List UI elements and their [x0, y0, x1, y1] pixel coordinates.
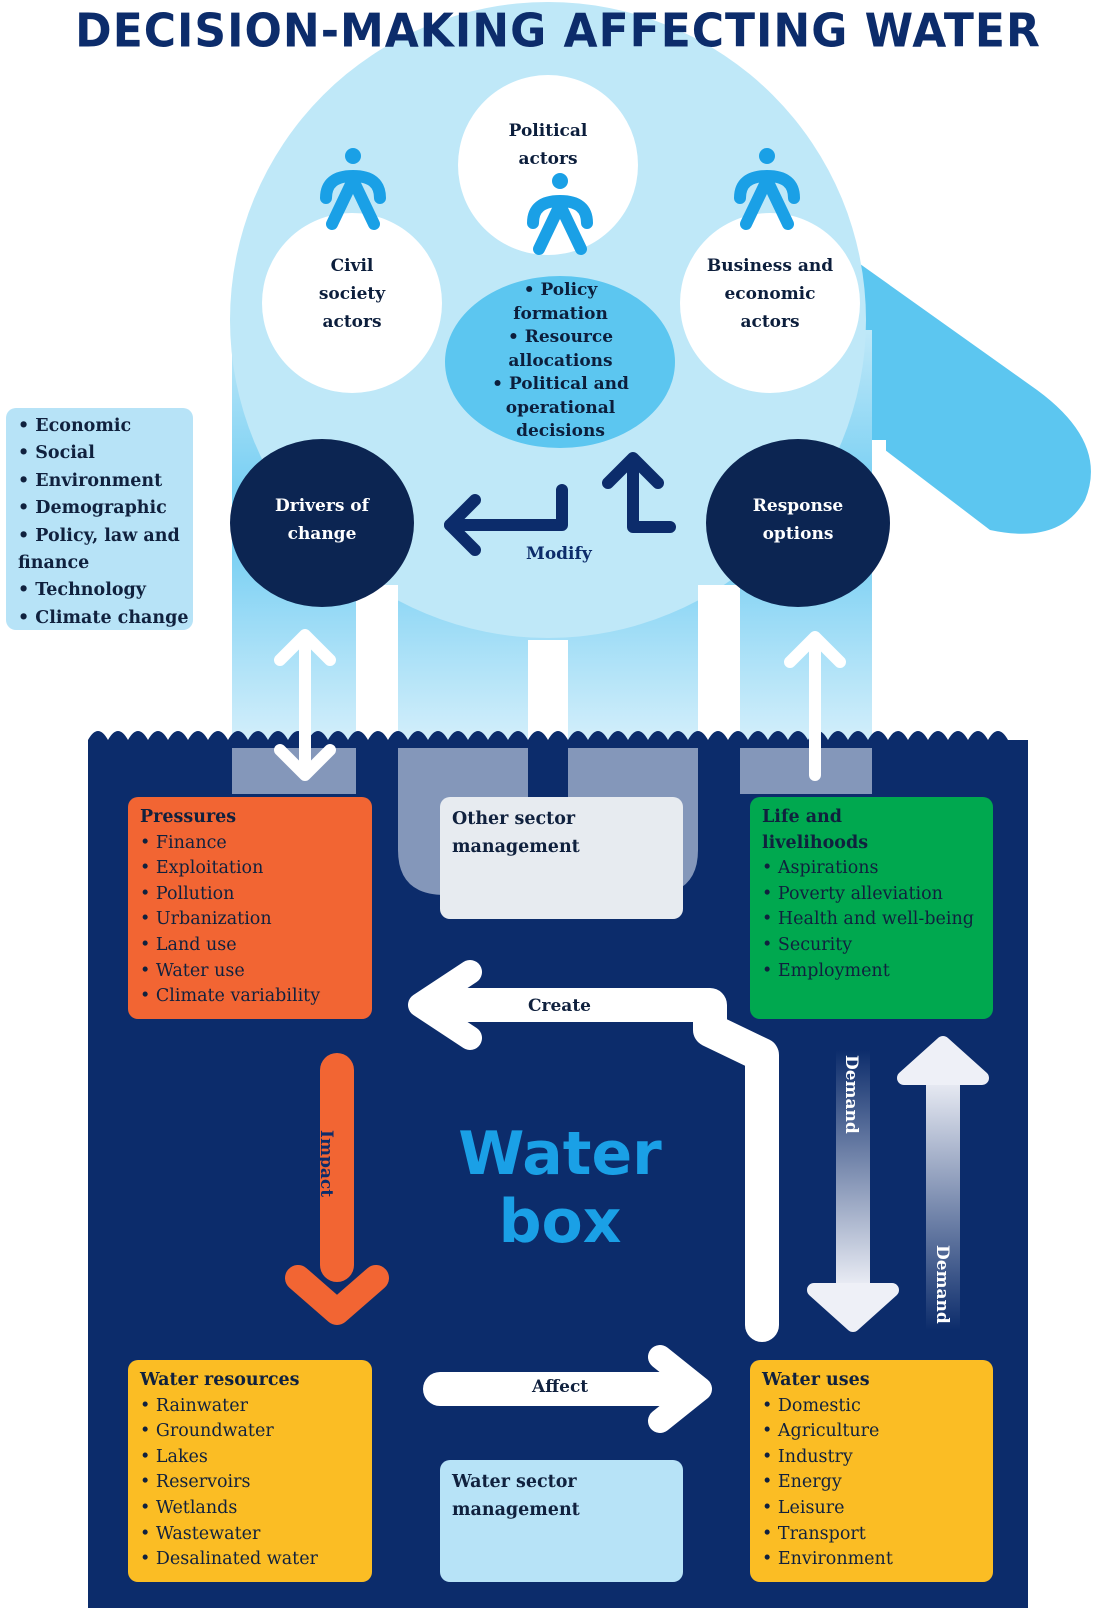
person-icon [734, 148, 800, 230]
demand-down-arrow [836, 1050, 870, 1290]
resource-item: Reservoirs [140, 1470, 360, 1496]
person-icon [320, 148, 386, 230]
water-box-word-1: Water [458, 1119, 662, 1189]
drivers-label: Drivers of change [275, 496, 369, 544]
page-title: DECISION-MAKING AFFECTING WATER [75, 4, 1041, 59]
decision-item: • Policy formation [513, 280, 608, 324]
resources-list: RainwaterGroundwaterLakesReservoirsWetla… [140, 1394, 360, 1573]
resource-item: Rainwater [140, 1394, 360, 1420]
resource-item: Desalinated water [140, 1547, 360, 1573]
resource-item: Lakes [140, 1445, 360, 1471]
demand-up-label: Demand [932, 1245, 952, 1324]
civil-circle [262, 213, 442, 393]
uses-heading: Water uses [762, 1370, 870, 1390]
resource-item: Wastewater [140, 1522, 360, 1548]
life-item: Aspirations [762, 856, 981, 882]
water-sector-label: Water sector management [452, 1472, 580, 1520]
water-box-title: Water box [440, 1120, 680, 1256]
life-item: Poverty alleviation [762, 882, 981, 908]
use-item: Leisure [762, 1496, 981, 1522]
driver-item: Social [18, 440, 193, 467]
impact-label: Impact [316, 1130, 336, 1198]
double-arrow-icon [274, 629, 336, 781]
use-item: Domestic [762, 1394, 981, 1420]
modify-label: Modify [526, 544, 592, 564]
political-actors-label: Political actors [508, 121, 588, 169]
life-livelihoods-box: Life and livelihoods AspirationsPoverty … [750, 797, 993, 1019]
other-sector-box: Other sector management [440, 797, 683, 919]
water-uses-box: Water uses DomesticAgricultureIndustryEn… [750, 1360, 993, 1582]
driver-item: Climate change [18, 605, 193, 632]
pressure-item: Climate variability [140, 984, 360, 1010]
driver-item: Policy, law and finance [18, 523, 193, 578]
create-label: Create [528, 996, 591, 1016]
pressure-item: Land use [140, 933, 360, 959]
business-circle [680, 213, 860, 393]
decision-item: • Resource allocations [507, 327, 614, 371]
pressure-item: Urbanization [140, 907, 360, 933]
modify-arrow-up [602, 452, 676, 533]
driver-item: Environment [18, 468, 193, 495]
driver-item: Economic [18, 413, 193, 440]
decisions-list: • Policy formation• Resource allocations… [478, 279, 643, 444]
affect-label: Affect [532, 1377, 589, 1397]
water-sector-box: Water sector management [440, 1460, 683, 1582]
life-item: Employment [762, 959, 981, 985]
resources-heading: Water resources [140, 1370, 300, 1390]
uses-list: DomesticAgricultureIndustryEnergyLeisure… [762, 1394, 981, 1573]
demand-up-arrow [926, 1075, 960, 1330]
create-arrow [438, 988, 779, 1342]
decisions-ellipse [445, 276, 675, 448]
pressures-box: Pressures FinanceExploitationPollutionUr… [128, 797, 372, 1019]
person-icon [527, 173, 593, 255]
driver-item: Demographic [18, 495, 193, 522]
political-circle [458, 75, 638, 255]
use-item: Industry [762, 1445, 981, 1471]
up-arrow-icon [784, 631, 846, 781]
use-item: Agriculture [762, 1419, 981, 1445]
response-circle [706, 439, 890, 607]
decision-item: • Political and operational decisions [492, 374, 629, 441]
life-item: Health and well-being [762, 907, 981, 933]
pressure-item: Pollution [140, 882, 360, 908]
life-list: AspirationsPoverty alleviationHealth and… [762, 856, 981, 984]
civil-actors-label: Civil society actors [318, 256, 386, 332]
pressure-item: Exploitation [140, 856, 360, 882]
pressure-item: Finance [140, 831, 360, 857]
use-item: Environment [762, 1547, 981, 1573]
use-item: Transport [762, 1522, 981, 1548]
water-box-word-2: box [498, 1187, 622, 1257]
other-sector-label: Other sector management [452, 809, 580, 857]
resource-item: Wetlands [140, 1496, 360, 1522]
pressures-list: FinanceExploitationPollutionUrbanization… [140, 831, 360, 1010]
business-actors-label: Business and economic actors [706, 256, 834, 332]
response-label: Response options [752, 496, 844, 544]
driver-factors-list: EconomicSocialEnvironmentDemographicPoli… [6, 408, 193, 630]
demand-down-label: Demand [841, 1055, 861, 1134]
life-item: Security [762, 933, 981, 959]
life-heading: Life and livelihoods [762, 807, 869, 853]
resource-item: Groundwater [140, 1419, 360, 1445]
modify-arrow-left [444, 484, 568, 556]
pressures-heading: Pressures [140, 807, 237, 827]
pressure-item: Water use [140, 959, 360, 985]
use-item: Energy [762, 1470, 981, 1496]
driver-item: Technology [18, 577, 193, 604]
drivers-circle [230, 439, 414, 607]
water-resources-box: Water resources RainwaterGroundwaterLake… [128, 1360, 372, 1582]
